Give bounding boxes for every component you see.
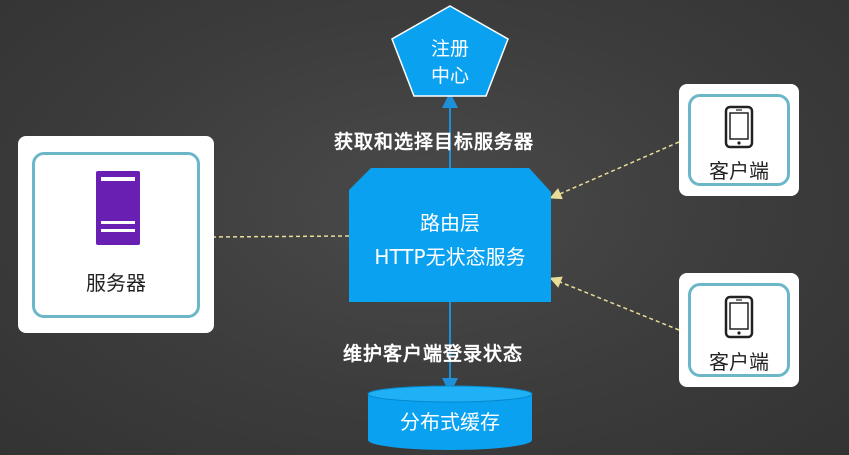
- registry-label-line2: 中心: [430, 65, 469, 87]
- client-card-top: 客户端: [679, 84, 799, 196]
- registry-label-line1: 注册: [430, 38, 469, 60]
- client-label-bottom: 客户端: [709, 350, 769, 374]
- router-layer-node: [349, 168, 551, 302]
- client-card-bottom: 客户端: [679, 273, 799, 387]
- router-subtitle: HTTP无状态服务: [374, 245, 526, 269]
- registry-label: 注册 中心: [412, 36, 488, 90]
- server-card-frame: 服务器: [32, 152, 200, 318]
- server-card: 服务器: [18, 136, 214, 333]
- router-title: 路由层: [420, 211, 480, 235]
- router-to-server-connector: [202, 230, 350, 243]
- registry-node: [391, 5, 509, 97]
- client-card-bottom-frame: 客户端: [688, 283, 790, 377]
- server-icon: [96, 171, 140, 245]
- client-card-top-frame: 客户端: [688, 94, 790, 186]
- phone-icon: [724, 295, 754, 339]
- server-label: 服务器: [86, 271, 146, 295]
- edge-label-maintain-login-state: 维护客户端登录状态: [343, 343, 524, 365]
- phone-icon: [724, 105, 754, 149]
- edge-label-get-select-server: 获取和选择目标服务器: [334, 131, 535, 153]
- client-label-top: 客户端: [709, 159, 769, 183]
- distributed-cache-node: [367, 385, 533, 450]
- distributed-cache-label: 分布式缓存: [400, 410, 500, 434]
- client-bottom-to-router-connector: [549, 276, 680, 331]
- client-top-to-router-connector: [549, 141, 680, 200]
- router-layer-label: 路由层 HTTP无状态服务: [349, 206, 551, 274]
